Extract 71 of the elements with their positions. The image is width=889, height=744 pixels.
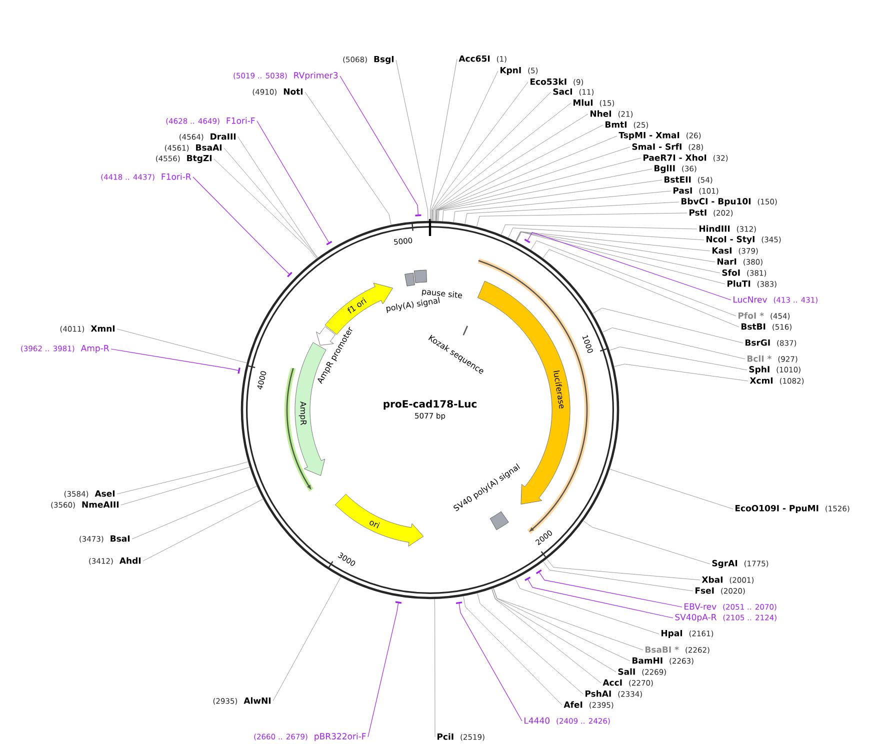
leader-line — [432, 82, 528, 222]
primer-mark — [395, 601, 402, 604]
leader-line — [528, 579, 674, 618]
leader-line — [433, 102, 572, 222]
leader-line — [516, 232, 726, 284]
leader-line — [432, 92, 552, 222]
leader-line — [542, 249, 740, 328]
primer-mark — [326, 240, 332, 246]
leader-line — [542, 561, 694, 592]
leader-line — [238, 136, 318, 258]
primer-mark — [536, 569, 542, 574]
feature-box: pause site — [414, 270, 462, 298]
leader-line — [614, 364, 748, 382]
leader-line — [436, 136, 618, 222]
leader-line — [500, 224, 698, 236]
leader-line — [434, 598, 436, 738]
leader-line — [256, 120, 330, 243]
leader-line — [491, 588, 602, 684]
leader-line — [436, 146, 630, 222]
leader-line — [527, 232, 732, 300]
leader-line — [477, 592, 584, 694]
leader-line — [396, 60, 428, 222]
leader-line — [110, 348, 239, 371]
leader-line — [508, 228, 704, 240]
primer-mark — [456, 602, 462, 604]
leader-line — [116, 461, 248, 494]
leader-line — [120, 466, 250, 506]
leader-line — [116, 328, 248, 364]
leader-line — [582, 520, 710, 564]
leader-line — [272, 576, 342, 702]
node-label: pause site — [422, 290, 462, 298]
leader-line — [602, 328, 746, 360]
leader-line — [430, 58, 458, 222]
leader-line — [609, 468, 734, 510]
leader-line — [192, 176, 290, 274]
leader-line — [546, 558, 700, 580]
leader-line — [142, 498, 264, 562]
leader-line — [304, 92, 392, 226]
leader-line — [516, 232, 720, 274]
leader-line — [492, 588, 616, 672]
leader-line — [493, 588, 644, 650]
leader-line — [539, 572, 682, 608]
leader-line — [453, 190, 672, 223]
primer-mark — [287, 272, 292, 278]
leader-line — [463, 596, 562, 706]
leader-line — [514, 578, 660, 634]
leader-line — [515, 231, 710, 252]
leader-line — [530, 240, 736, 316]
leader-line — [492, 588, 630, 662]
leader-line — [214, 158, 317, 260]
leader-line — [442, 180, 662, 222]
leader-line — [515, 231, 716, 262]
leader-line — [464, 202, 680, 224]
primer-mark — [524, 576, 531, 581]
leader-line — [224, 148, 318, 258]
primer-mark — [238, 368, 240, 374]
leader-line — [476, 212, 688, 228]
leader-line — [368, 602, 399, 738]
primer-mark — [524, 238, 530, 244]
leader-line — [592, 308, 744, 344]
leader-line — [132, 486, 258, 540]
leader-line — [609, 346, 748, 370]
leader-line — [340, 76, 418, 215]
leader-line — [436, 124, 604, 222]
feature-block: ori — [335, 494, 424, 547]
leader-line — [438, 168, 652, 222]
leader-line — [434, 114, 588, 222]
leader-line — [430, 70, 498, 222]
leader-line — [437, 158, 642, 222]
leader-line — [458, 603, 522, 722]
primer-mark — [415, 214, 422, 216]
